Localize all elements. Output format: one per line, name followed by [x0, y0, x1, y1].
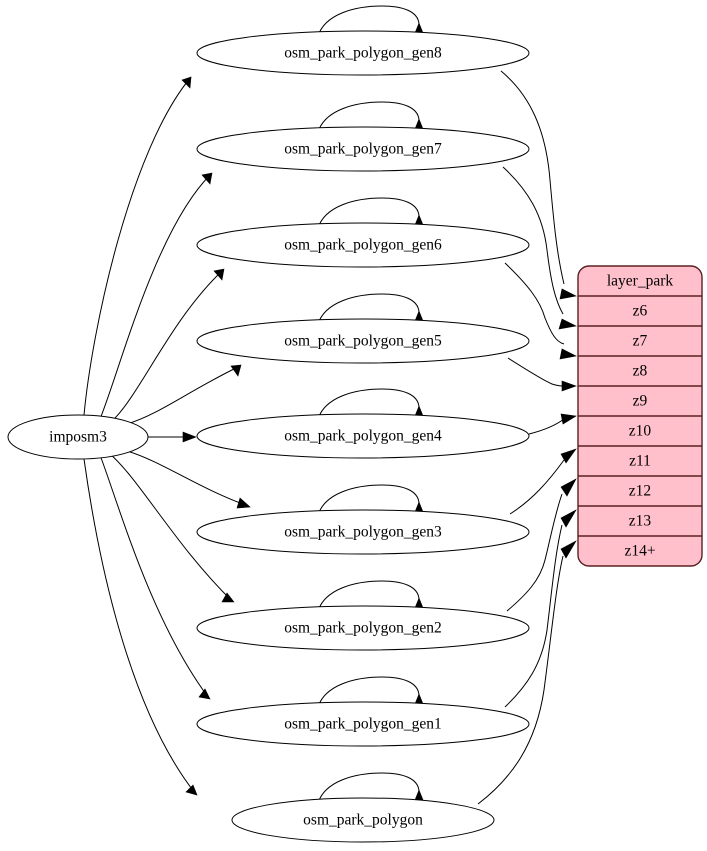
node-imposm3[interactable]: imposm3 — [7, 414, 149, 460]
node-gen7-label: osm_park_polygon_gen7 — [284, 141, 442, 158]
edge-imposm3-to-gen2 — [109, 453, 235, 603]
node-imposm3-label: imposm3 — [49, 429, 107, 446]
table-border — [577, 265, 703, 567]
table-row-z10[interactable]: z10 — [578, 423, 702, 447]
edge-gen4-to-z10 — [528, 413, 577, 435]
edge-gen1-to-z13 — [504, 509, 577, 708]
table-row-z8[interactable]: z8 — [578, 363, 702, 387]
node-base-label: osm_park_polygon — [303, 812, 423, 829]
node-gen5-label: osm_park_polygon_gen5 — [284, 333, 442, 350]
node-gen8[interactable]: osm_park_polygon_gen8 — [196, 30, 530, 76]
table-row-z10-label: z10 — [629, 423, 652, 440]
table-row-z12[interactable]: z12 — [578, 483, 702, 507]
edge-imposm3-to-gen8 — [83, 76, 192, 416]
node-gen7[interactable]: osm_park_polygon_gen7 — [196, 126, 530, 172]
table-row-z12-label: z12 — [629, 483, 651, 500]
node-gen6[interactable]: osm_park_polygon_gen6 — [196, 222, 530, 268]
table-row-z14plus-label: z14+ — [624, 543, 655, 560]
edge-gen5-to-z9 — [507, 357, 577, 392]
edge-gen2-to-z12 — [506, 478, 577, 612]
node-gen4-label: osm_park_polygon_gen4 — [284, 428, 442, 445]
table-header-row[interactable]: layer_park — [578, 273, 702, 297]
edge-imposm3-to-gen3 — [126, 450, 251, 509]
table-header-label: layer_park — [607, 273, 674, 290]
node-gen5[interactable]: osm_park_polygon_gen5 — [196, 318, 530, 364]
edge-imposm3-to-base — [83, 458, 198, 796]
node-gen1[interactable]: osm_park_polygon_gen1 — [196, 701, 530, 747]
node-gen2[interactable]: osm_park_polygon_gen2 — [196, 605, 530, 651]
node-gen4[interactable]: osm_park_polygon_gen4 — [196, 413, 530, 459]
node-gen1-label: osm_park_polygon_gen1 — [284, 716, 442, 733]
table-row-z11-label: z11 — [629, 453, 651, 470]
edge-gen8-to-z6 — [500, 70, 577, 300]
table-row-z9-label: z9 — [633, 393, 648, 410]
table-row-z14plus[interactable]: z14+ — [624, 543, 655, 560]
table-row-z6[interactable]: z6 — [578, 303, 702, 327]
table-row-z7[interactable]: z7 — [578, 333, 702, 357]
edges-layer — [83, 5, 577, 805]
edge-imposm3-to-gen6 — [111, 268, 225, 422]
table-row-z7-label: z7 — [633, 333, 648, 350]
edge-gen7-to-z7 — [502, 166, 577, 330]
edge-imposm3-to-gen1 — [99, 454, 211, 700]
node-gen8-label: osm_park_polygon_gen8 — [284, 45, 442, 62]
node-gen3-label: osm_park_polygon_gen3 — [284, 524, 442, 541]
edge-imposm3-to-gen7 — [99, 172, 213, 420]
layer-park-table[interactable]: layer_park z6 z7 z8 z9 z10 z11 z1 — [577, 265, 703, 567]
table-row-z13[interactable]: z13 — [578, 513, 702, 537]
table-row-z11[interactable]: z11 — [578, 453, 702, 477]
table-row-z9[interactable]: z9 — [578, 393, 702, 417]
table-row-z6-label: z6 — [633, 303, 648, 320]
edge-gen6-to-z8 — [504, 262, 577, 360]
edge-base-to-z14 — [477, 540, 577, 805]
node-gen3[interactable]: osm_park_polygon_gen3 — [196, 509, 530, 555]
edge-imposm3-to-gen5 — [126, 364, 242, 425]
edge-imposm3-to-gen4 — [148, 431, 197, 443]
node-gen6-label: osm_park_polygon_gen6 — [284, 237, 442, 254]
node-gen2-label: osm_park_polygon_gen2 — [284, 620, 442, 637]
node-osm-park-polygon[interactable]: osm_park_polygon — [231, 797, 495, 843]
nodes-layer: imposm3 osm_park_polygon_gen8 osm_park_p… — [7, 30, 530, 843]
table-row-z13-label: z13 — [629, 513, 652, 530]
edge-gen3-to-z11 — [509, 448, 577, 515]
table-row-z8-label: z8 — [633, 363, 648, 380]
